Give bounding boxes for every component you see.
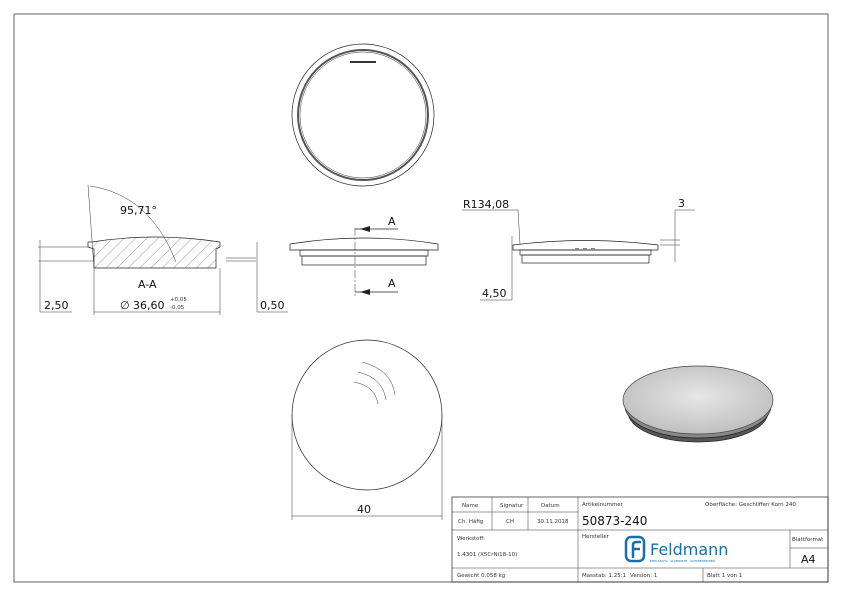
diameter-symbol: ∅ xyxy=(120,299,130,312)
dim-3: 3 xyxy=(678,197,685,210)
dim-2-50: 2,50 xyxy=(44,299,69,312)
name-value: Ch. Häfig xyxy=(458,519,483,525)
front-view: A A xyxy=(289,215,439,298)
svg-text:Feldmann: Feldmann xyxy=(650,540,728,559)
dim-36-60: 36,60 xyxy=(133,299,165,312)
signatur-label: Signatur xyxy=(500,503,524,509)
version: Version: 1 xyxy=(630,573,657,579)
artikel-number: 50873-240 xyxy=(582,514,647,528)
tolerance-upper: +0,05 xyxy=(170,297,187,303)
blattformat-value: A4 xyxy=(801,553,816,566)
werkstoff-label: Werkstoff: xyxy=(457,536,485,542)
masstab: Masstab: 1.25:1 xyxy=(582,573,626,579)
angle-dimension: 95,71° xyxy=(120,204,157,217)
blatt: Blatt 1 von 1 xyxy=(707,573,742,579)
tolerance-lower: -0,05 xyxy=(170,305,185,311)
sheet-border xyxy=(13,13,829,583)
dim-0-50: 0,50 xyxy=(260,299,285,312)
cut-label-top: A xyxy=(388,215,396,228)
name-label: Name xyxy=(462,503,479,509)
svg-text:EDELSTAHL · ALUMINIUM · SCHMIE: EDELSTAHL · ALUMINIUM · SCHMIEDEEISEN xyxy=(650,559,715,563)
radius-dimension: R134,08 xyxy=(463,198,509,211)
hersteller-label: Hersteller xyxy=(582,534,610,540)
feldmann-logo: Feldmann EDELSTAHL · ALUMINIUM · SCHMIED… xyxy=(624,535,728,563)
gewicht: Gewicht 0.058 kg xyxy=(457,573,505,579)
isometric-view xyxy=(622,365,774,443)
oberflaeche: Oberfläche: Geschliffen Korn 240 xyxy=(705,502,796,508)
blattformat-label: Blattformat xyxy=(792,537,824,543)
section-view: 95,71° 2,50 A-A ∅ 36,60 +0,05 -0,05 0,50 xyxy=(38,184,288,315)
dim-40: 40 xyxy=(357,503,371,516)
side-view: R134,08 3 4,50 xyxy=(462,197,695,301)
cut-label-bottom: A xyxy=(388,277,396,290)
werkstoff-value: 1.4301 (X5CrNi18-10) xyxy=(457,552,517,558)
bottom-view: 40 xyxy=(291,339,443,520)
section-label: A-A xyxy=(138,278,157,291)
top-view xyxy=(291,43,435,187)
datum-label: Datum xyxy=(541,503,560,509)
datum-value: 30.11.2018 xyxy=(537,519,569,525)
signatur-value: CH xyxy=(506,519,514,525)
dim-4-50: 4,50 xyxy=(482,287,507,300)
title-block: Name Signatur Datum Ch. Häfig CH 30.11.2… xyxy=(451,496,829,583)
artikel-label: Artikelnummer xyxy=(582,502,624,508)
